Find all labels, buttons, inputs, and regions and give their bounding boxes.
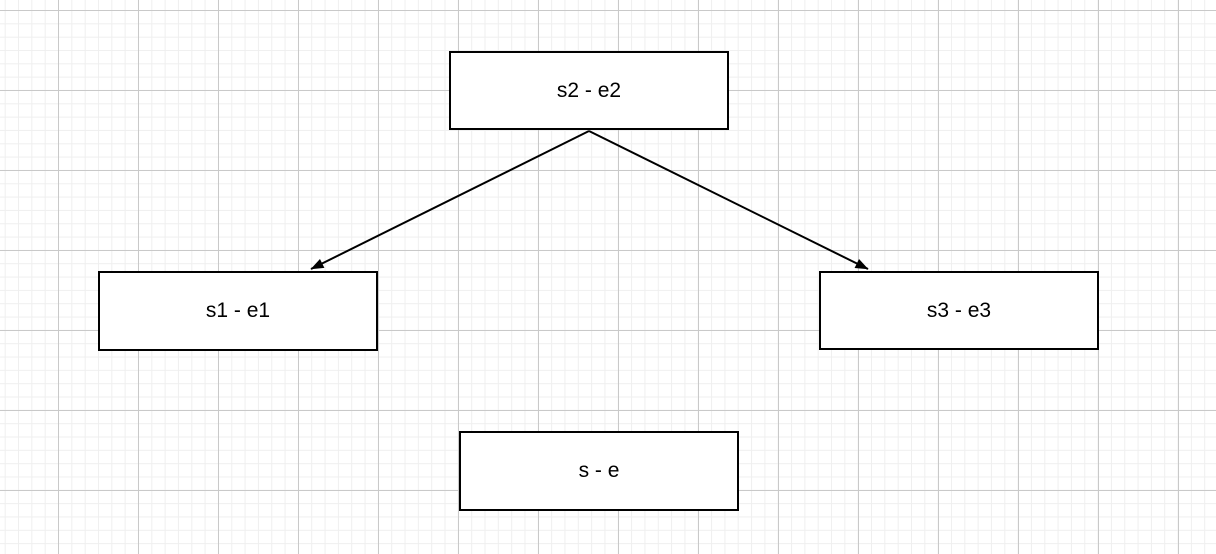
diagram-node-s3e3[interactable]: s3 - e3 bbox=[819, 271, 1099, 350]
diagram-node-se[interactable]: s - e bbox=[459, 431, 739, 511]
node-label: s2 - e2 bbox=[556, 78, 622, 102]
edge-s2e2-s1e1[interactable] bbox=[310, 130, 590, 270]
diagram-node-s2e2[interactable]: s2 - e2 bbox=[449, 51, 729, 130]
edge-s2e2-s3e3[interactable] bbox=[588, 130, 869, 270]
node-label: s1 - e1 bbox=[205, 299, 271, 323]
diagram-node-s1e1[interactable]: s1 - e1 bbox=[98, 271, 378, 351]
node-label: s3 - e3 bbox=[926, 298, 992, 322]
node-label: s - e bbox=[578, 459, 620, 483]
